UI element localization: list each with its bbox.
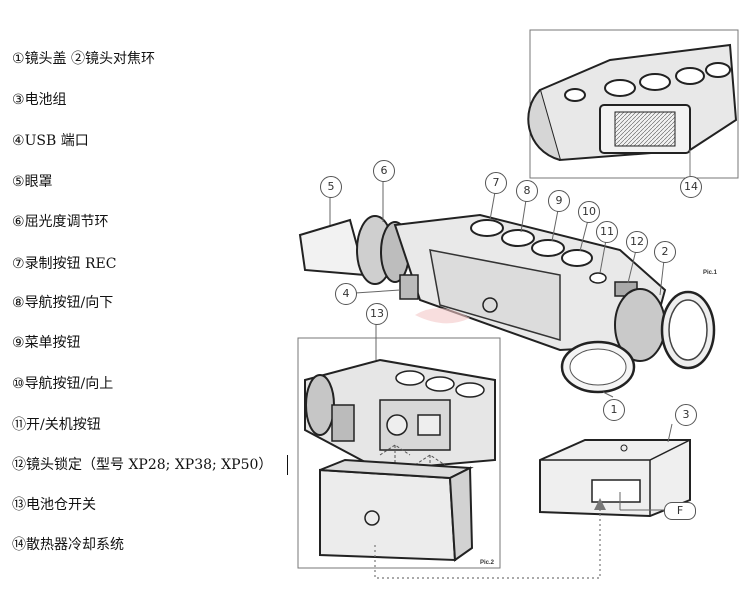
legend-item-7: ⑦录制按钮 REC (12, 256, 117, 272)
inset-heatsink-detail (527, 29, 739, 179)
legend-item-14: ⑭散热器冷却系统 (12, 537, 124, 553)
legend-item-9: ⑨菜单按钮 (12, 335, 81, 351)
pic-1-label: Pic.1 (703, 270, 718, 276)
dotted-connector (374, 505, 601, 579)
callout-10: 10 (578, 201, 600, 223)
battery-insert-drawing (297, 318, 501, 569)
callout-9: 9 (548, 190, 570, 212)
callout-3: 3 (675, 404, 697, 426)
callout-11: 11 (596, 221, 618, 243)
callout-6: 6 (373, 160, 395, 182)
legend-item-4: ④USB 端口 (12, 133, 89, 149)
pic-2-label: Pic.2 (480, 560, 495, 566)
legend-item-1: ①镜头盖 ②镜头对焦环 (12, 51, 156, 67)
connector-arrowhead (594, 498, 606, 510)
legend-item-8: ⑧导航按钮/向下 (12, 295, 114, 311)
legend-item-3: ③电池组 (12, 92, 67, 108)
callout-14: 14 (680, 176, 702, 198)
legend-item-12: ⑫镜头锁定（型号 XP28; XP38; XP50） (12, 457, 273, 473)
legend-item-10: ⑩导航按钮/向上 (12, 376, 114, 392)
battery-pack-drawing (539, 423, 691, 518)
callout-13: 13 (366, 303, 388, 325)
callout-4: 4 (335, 283, 357, 305)
callout-F: F (664, 502, 696, 520)
callout-8: 8 (516, 180, 538, 202)
legend-item-13: ⑬电池仓开关 (12, 497, 96, 513)
callout-5: 5 (320, 176, 342, 198)
leader-lines (329, 180, 665, 398)
legend-divider (287, 455, 288, 475)
callout-1: 1 (603, 399, 625, 421)
legend-item-5: ⑤眼罩 (12, 174, 53, 190)
callout-2: 2 (654, 241, 676, 263)
callout-12: 12 (626, 231, 648, 253)
main-device-drawing (298, 213, 716, 394)
legend-item-6: ⑥屈光度调节环 (12, 214, 109, 230)
callout-7: 7 (485, 172, 507, 194)
legend-item-11: ⑪开/关机按钮 (12, 417, 101, 433)
